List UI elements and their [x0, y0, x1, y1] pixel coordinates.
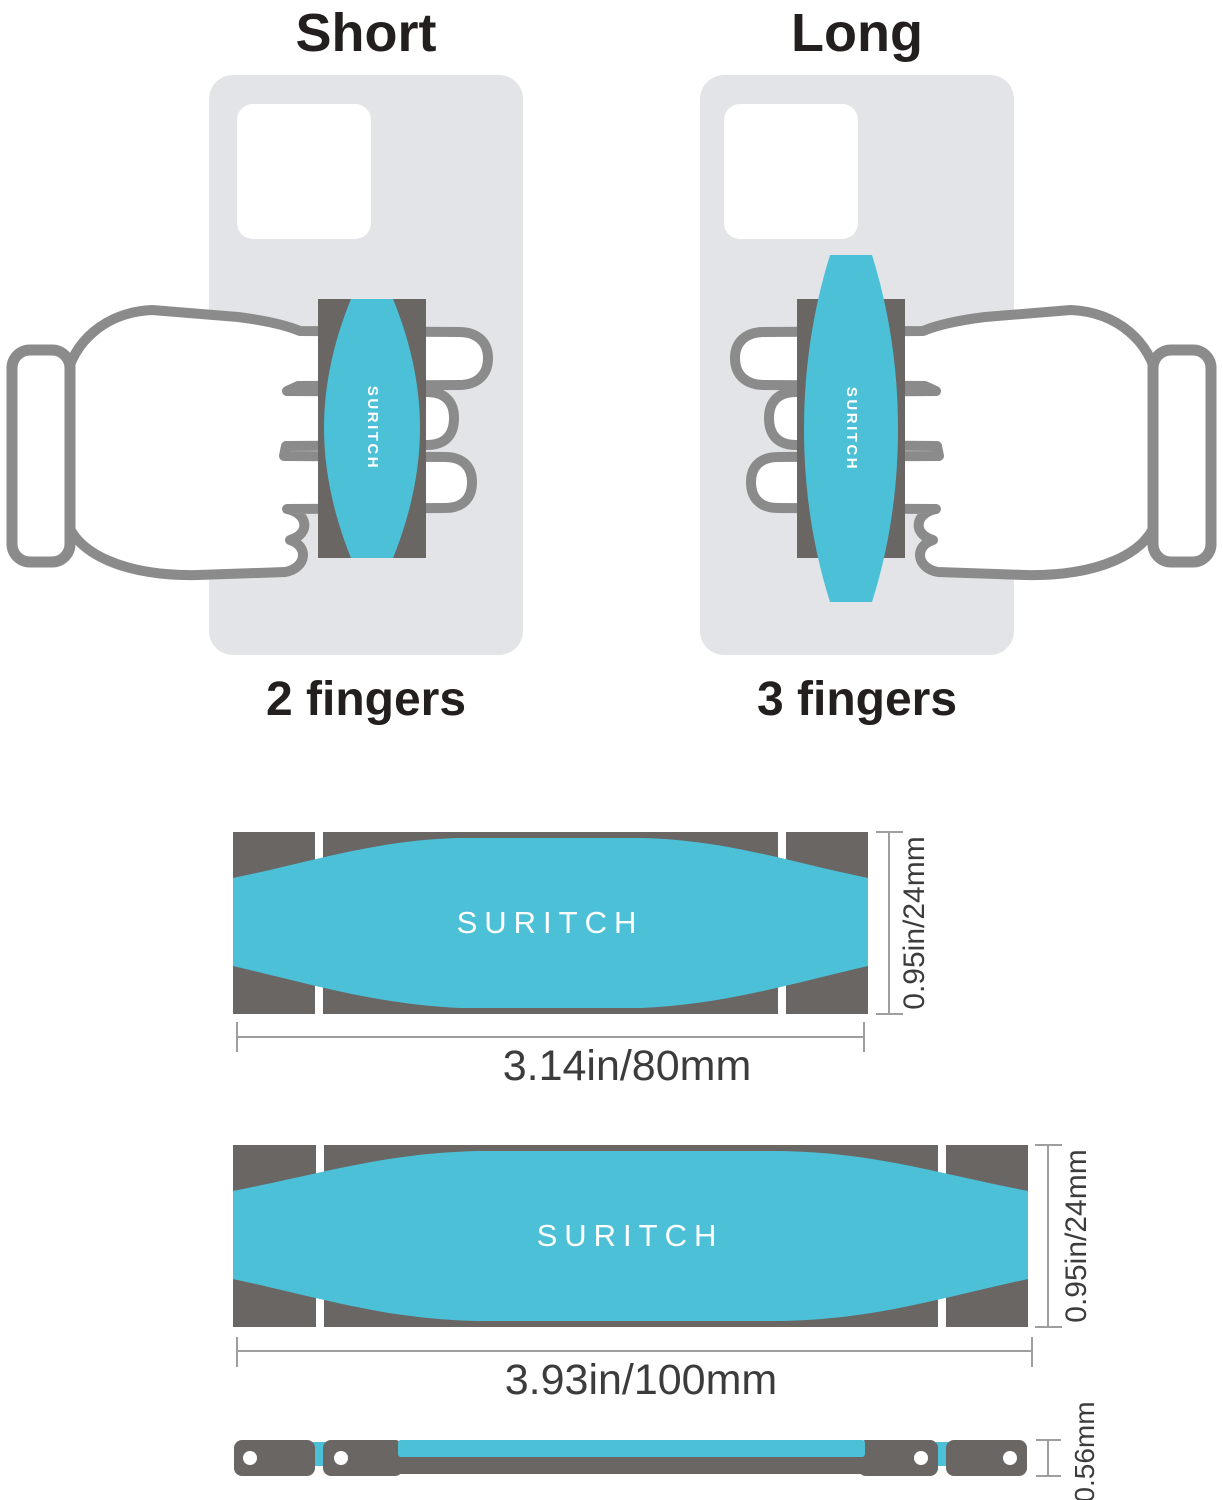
right-caption: 3 fingers [756, 673, 958, 726]
diagram2-width-line [236, 1350, 1033, 1352]
diagram2-logo: SURITCH [536, 1218, 724, 1253]
sideview-hole-4 [1003, 1451, 1017, 1465]
sideview-hole-3 [914, 1451, 928, 1465]
diagram2-height-cap-bottom [1035, 1326, 1062, 1328]
diagram2-height-line [1047, 1145, 1049, 1327]
camera-square-right [724, 104, 858, 239]
sideview-hole-1 [243, 1451, 257, 1465]
long-title: Long [791, 3, 923, 63]
diagram2-height-cap-top [1035, 1144, 1062, 1146]
thickness-cap-bottom [1036, 1475, 1061, 1477]
diagram1-height-label: 0.95in/24mm [898, 836, 931, 1010]
diagram1-height-cap-top [876, 831, 903, 833]
hands-illustration [0, 0, 1223, 700]
thickness-cap-top [1036, 1439, 1061, 1441]
sideview-strap-band [398, 1440, 865, 1457]
diagram2-width-tick-right [1031, 1337, 1033, 1367]
left-caption: 2 fingers [265, 673, 467, 726]
sideview-hole-2 [334, 1451, 348, 1465]
diagram1-width-line [236, 1036, 865, 1038]
thickness-label: 0.56mm [1069, 1401, 1100, 1500]
short-strap-logo: SURITCH [364, 385, 381, 471]
short-title: Short [295, 3, 437, 63]
camera-square-left [237, 104, 371, 239]
diagram2-strap [233, 1151, 1028, 1321]
diagram2-height-label: 0.95in/24mm [1060, 1149, 1093, 1323]
diagram1-height-line [888, 832, 890, 1014]
diagram2-width-label: 3.93in/100mm [504, 1356, 778, 1404]
diagram1-logo: SURITCH [456, 905, 644, 940]
diagram1-strap [233, 838, 868, 1008]
short-strap [324, 299, 420, 558]
diagram2-width-tick-left [236, 1337, 238, 1367]
long-strap [804, 255, 898, 602]
diagram1-height-cap-bottom [876, 1013, 903, 1015]
thickness-line [1047, 1440, 1049, 1476]
sideview-base-bar [326, 1452, 938, 1474]
long-strap-logo: SURITCH [843, 386, 860, 472]
diagram1-width-label: 3.14in/80mm [502, 1042, 752, 1090]
